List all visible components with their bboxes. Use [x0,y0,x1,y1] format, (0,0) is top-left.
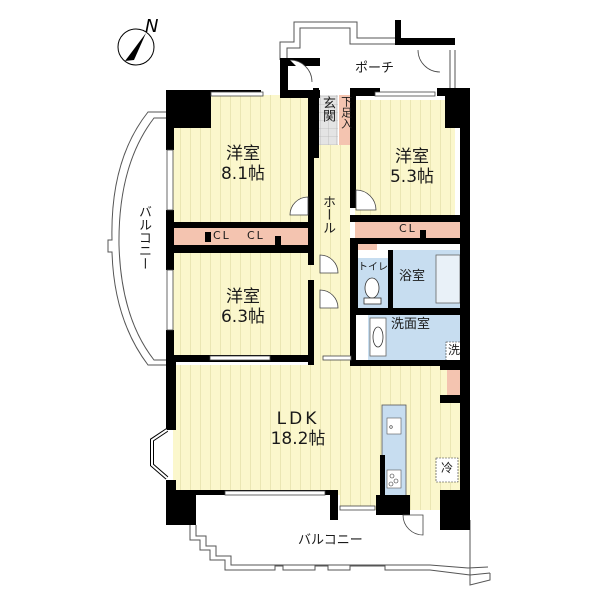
room-size: 8.1帖 [220,163,266,184]
label-closet-b: CL [247,229,265,242]
balcony-south-outline [189,520,491,586]
label-balcony-west: バルコニー [135,205,151,270]
balcony-west-outline [107,111,166,366]
north-arrow-icon: N [117,16,158,66]
label-washer: 洗 [448,343,461,357]
svg-text:N: N [145,16,158,37]
floor-western-6-3 [173,253,313,358]
floor-hall [313,145,350,365]
shoe-box [339,95,352,145]
label-closet-a: CL [213,229,231,242]
bay-window [150,428,169,480]
room-size: 18.2帖 [270,428,326,449]
label-hall: ホール [319,195,335,234]
label-entrance: 玄関 [319,96,335,122]
room-ldk: LDK 18.2帖 [258,409,338,449]
closet-western-5-3 [355,222,460,238]
room-western-5-3: 洋室 5.3帖 [377,147,447,187]
room-western-6-3: 洋室 6.3帖 [208,287,278,327]
label-closet-c: CL [399,222,417,235]
label-porch: ポーチ [355,61,395,76]
windows [166,91,436,511]
room-size: 6.3帖 [220,306,266,327]
room-name: 洋室 [226,144,260,164]
label-fridge: 冷 [441,461,454,475]
label-bathroom: 浴室 [399,269,426,284]
label-shoe-box: 下足入 [339,96,353,129]
doors [289,49,441,536]
room-name: 洋室 [226,287,260,307]
label-washroom: 洗面室 [391,317,431,332]
room-name: LDK [276,409,320,429]
entrance-floor [318,95,338,145]
label-toilet: トイレ [358,262,388,273]
room-size: 5.3帖 [389,166,435,187]
room-name: 洋室 [395,147,429,167]
label-balcony-south: バルコニー [298,533,363,548]
room-western-8-1: 洋室 8.1帖 [208,144,278,184]
floor-ldk [173,365,465,495]
closet-western-rooms [173,228,308,246]
